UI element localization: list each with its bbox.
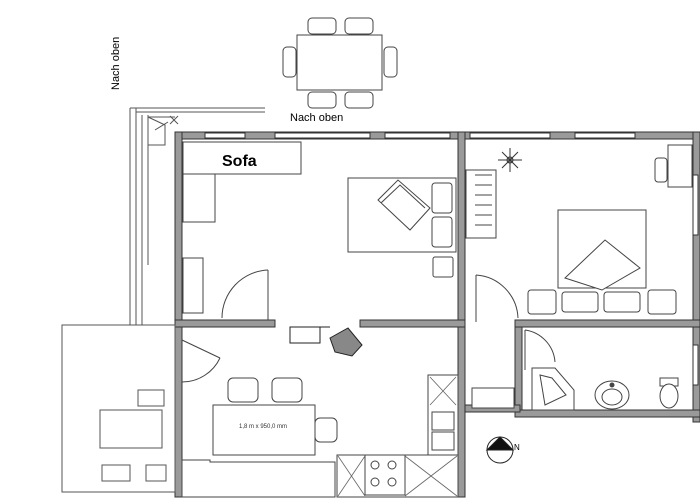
wall-mid-horizontal-right — [514, 319, 700, 328]
dining-set-lower — [212, 377, 338, 456]
star-icon — [498, 148, 522, 172]
wall-right — [692, 131, 700, 423]
terrace — [61, 324, 176, 493]
living-cabinet — [182, 257, 204, 314]
wall-bath-left — [514, 326, 523, 418]
stairs — [129, 107, 265, 325]
windows — [204, 132, 699, 386]
stairs-label-side: Nach oben — [110, 36, 122, 90]
wall-mid-horizontal-left — [174, 319, 276, 328]
hall-object — [289, 326, 363, 357]
bathroom-fixtures — [471, 367, 679, 411]
stairs-label-top: Nach oben — [290, 112, 344, 124]
wall-bath-bottom — [514, 409, 700, 418]
wall-mid-horizontal-center — [359, 319, 466, 328]
bed-living — [347, 177, 457, 278]
sofa — [182, 141, 302, 223]
door-bedroom — [475, 274, 519, 322]
wall-left-lower — [174, 326, 183, 498]
compass-north-letter: N — [514, 443, 520, 452]
wall-kitchen-right — [457, 326, 466, 498]
door-living — [221, 269, 269, 320]
dining-set-top — [282, 17, 398, 109]
compass-icon — [485, 436, 515, 464]
kitchen-counter — [181, 374, 459, 498]
door-terrace — [181, 339, 221, 383]
wall-left-living — [174, 131, 183, 323]
sofa-label: Sofa — [222, 153, 257, 170]
kitchen-cross-hatch — [337, 376, 458, 497]
dining-table-label: 1,8 m x 950,0 mm — [239, 424, 288, 430]
door-bathroom — [524, 329, 556, 370]
bedroom-furniture — [465, 144, 693, 315]
wall-middle-vertical — [457, 131, 466, 328]
